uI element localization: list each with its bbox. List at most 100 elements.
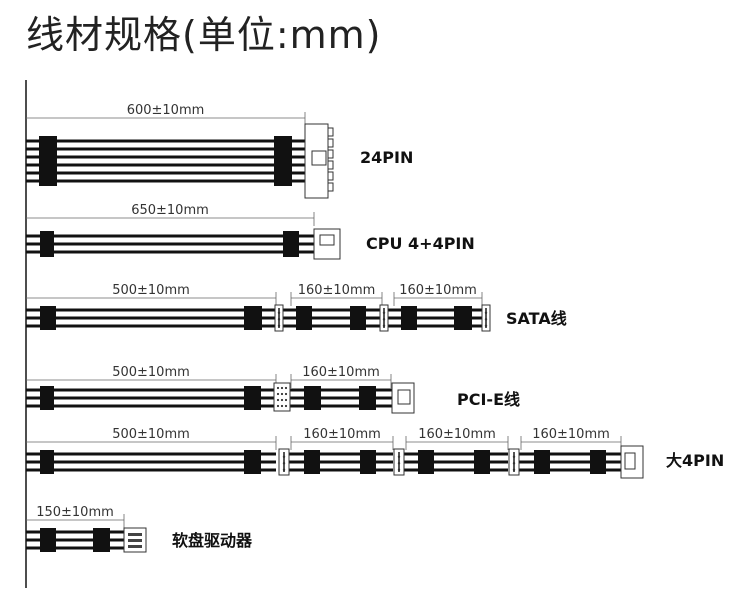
connector-pin [284, 386, 288, 390]
connector-pin [276, 398, 280, 402]
connector-pin [512, 462, 516, 465]
connector-pin [382, 311, 386, 314]
floppy-connector [123, 527, 147, 553]
dimension-label: 600±10mm [127, 103, 205, 118]
connector-pin [277, 318, 281, 321]
connector-pin [283, 452, 285, 472]
connector-pin [484, 324, 488, 327]
connector-pin [277, 324, 281, 327]
connector-pin [397, 468, 401, 471]
connector-pin [276, 386, 280, 390]
connector-pin [512, 468, 516, 471]
cable-24pin: 600±10mm 24PIN [26, 103, 413, 199]
connector-pin [397, 455, 401, 458]
connector-body [273, 382, 291, 412]
cable-label-molex: 大4PIN [666, 451, 724, 470]
connector-pin [327, 138, 334, 148]
dimension-label: 500±10mm [112, 283, 190, 298]
sleeve-clamp [350, 306, 366, 330]
cable-label-sata: SATA线 [506, 309, 567, 328]
connector-latch [311, 150, 327, 166]
connector-pin [280, 404, 284, 408]
connector-pin [128, 533, 142, 536]
connector-pin [327, 171, 334, 181]
connector-pin [484, 318, 488, 321]
connector-pin [513, 452, 515, 472]
sleeve-clamp [304, 386, 321, 410]
sleeve-clamp [39, 136, 57, 186]
pcie-connector [391, 382, 415, 414]
connector-pin [327, 127, 334, 137]
sleeve-clamp [304, 450, 320, 474]
connector-pin [327, 160, 334, 170]
cable-label-pcie: PCI-E线 [457, 390, 520, 409]
connector-latch [319, 234, 335, 246]
sleeve-clamp [418, 450, 434, 474]
dimension-label: 150±10mm [36, 505, 114, 520]
connector-pin [284, 398, 288, 402]
sleeve-clamp [40, 306, 56, 330]
sleeve-clamp [40, 386, 54, 410]
connector-pin [282, 468, 286, 471]
sleeve-clamp [360, 450, 376, 474]
sleeve-clamp [296, 306, 312, 330]
cpu-connector [313, 228, 341, 260]
connector-pin [512, 455, 516, 458]
connector-latch [397, 389, 411, 405]
sleeve-clamp [474, 450, 490, 474]
pcie-connector [273, 382, 291, 412]
connector-pin [280, 392, 284, 396]
connector-pin [485, 308, 487, 328]
sleeve-clamp [40, 231, 54, 257]
connector-pin [398, 452, 400, 472]
dimension-label: 650±10mm [131, 203, 209, 218]
dimension-label: 160±10mm [399, 283, 477, 298]
connector-pin [327, 182, 334, 192]
page-title: 线材规格(单位:mm) [26, 13, 382, 57]
sleeve-clamp [590, 450, 606, 474]
sleeve-clamp [244, 306, 262, 330]
molex-connector [620, 445, 644, 479]
connector-pin [382, 318, 386, 321]
connector-pin [280, 386, 284, 390]
sleeve-clamp [534, 450, 550, 474]
dimension-label: 160±10mm [418, 427, 496, 442]
connector-latch [624, 452, 636, 470]
sleeve-clamp [93, 528, 110, 552]
connector-pin [383, 308, 385, 328]
cable-label-24pin: 24PIN [360, 148, 413, 167]
connector-pin [276, 404, 280, 408]
connector-pin [382, 324, 386, 327]
24pin-connector [304, 123, 334, 199]
connector-pin [278, 308, 280, 328]
cable-label-cpu: CPU 4+4PIN [366, 234, 475, 253]
sleeve-clamp [40, 450, 54, 474]
connector-pin [280, 398, 284, 402]
sleeve-clamp [283, 231, 299, 257]
sleeve-clamp [454, 306, 472, 330]
sleeve-clamp [244, 450, 261, 474]
dimension-label: 500±10mm [112, 365, 190, 380]
dimension-label: 160±10mm [303, 427, 381, 442]
connector-pin [284, 404, 288, 408]
connector-pin [128, 545, 142, 548]
cable-label-floppy: 软盘驱动器 [172, 531, 253, 550]
connector-pin [282, 462, 286, 465]
sleeve-clamp [244, 386, 261, 410]
sleeve-clamp [401, 306, 417, 330]
sleeve-clamp [274, 136, 292, 186]
dimension-label: 160±10mm [302, 365, 380, 380]
connector-pin [128, 539, 142, 542]
connector-pin [327, 149, 334, 159]
sleeve-clamp [40, 528, 56, 552]
connector-pin [397, 462, 401, 465]
sleeve-clamp [359, 386, 376, 410]
connector-pin [276, 392, 280, 396]
dimension-label: 500±10mm [112, 427, 190, 442]
connector-pin [282, 455, 286, 458]
